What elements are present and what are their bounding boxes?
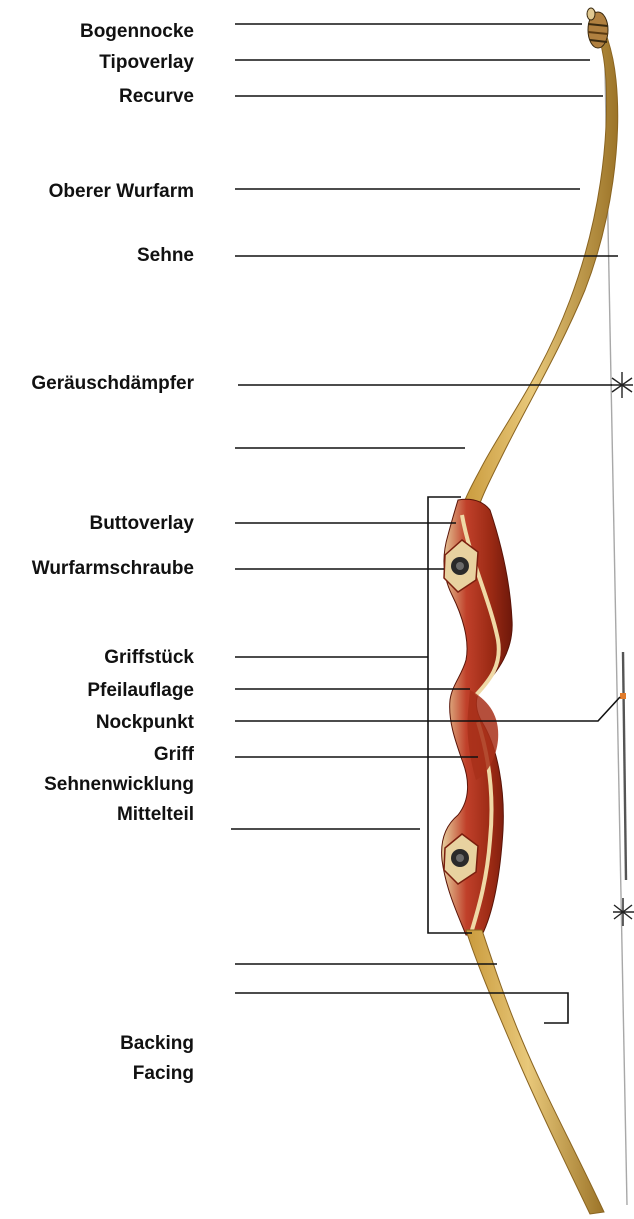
label-mittelteil: Mittelteil bbox=[117, 804, 194, 826]
label-facing: Facing bbox=[133, 1063, 194, 1085]
label-backing: Backing bbox=[120, 1033, 194, 1055]
label-sehne: Sehne bbox=[137, 245, 194, 267]
label-sehnenwicklung: Sehnenwicklung bbox=[44, 774, 194, 796]
string-serving bbox=[623, 652, 626, 880]
upper-limb bbox=[462, 10, 618, 510]
label-griff: Griff bbox=[154, 744, 194, 766]
label-buttoverlay: Buttoverlay bbox=[89, 513, 194, 535]
label-griffstueck: Griffstück bbox=[104, 647, 194, 669]
label-wurfarmschraube: Wurfarmschraube bbox=[32, 558, 194, 580]
label-pfeilauflage: Pfeilauflage bbox=[87, 680, 194, 702]
lower-limb bbox=[466, 930, 604, 1214]
bow-nock bbox=[587, 8, 608, 48]
leader-facing bbox=[235, 993, 568, 1023]
silencer-upper bbox=[611, 372, 633, 398]
label-oberer-wurfarm: Oberer Wurfarm bbox=[49, 181, 194, 203]
label-geraeuschdaempfer: Geräuschdämpfer bbox=[31, 373, 194, 395]
label-tipoverlay: Tipoverlay bbox=[99, 52, 194, 74]
label-nockpunkt: Nockpunkt bbox=[96, 712, 194, 734]
silencer-lower bbox=[613, 898, 634, 926]
label-bogennocke: Bogennocke bbox=[80, 21, 194, 43]
label-recurve: Recurve bbox=[119, 86, 194, 108]
nock-point-marker bbox=[620, 693, 626, 699]
